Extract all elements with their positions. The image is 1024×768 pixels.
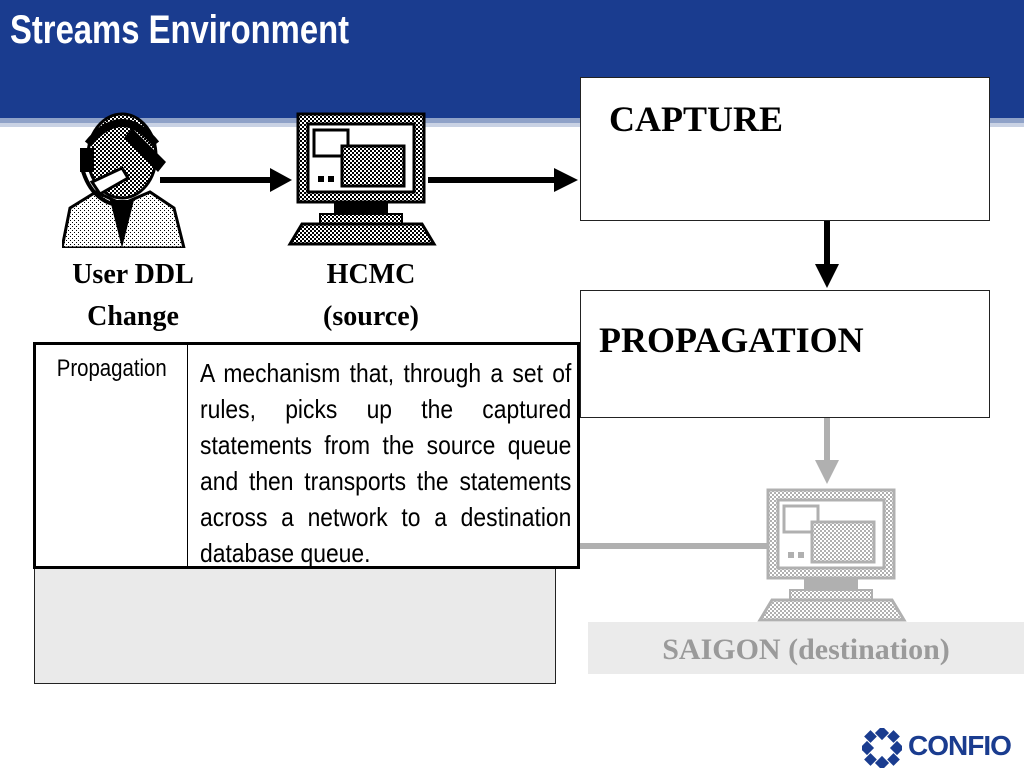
definition-term: Propagation bbox=[56, 355, 167, 382]
user-label-line1: User DDL bbox=[72, 259, 194, 290]
user-label-line2: Change bbox=[87, 301, 179, 332]
source-label-line1: HCMC bbox=[326, 259, 416, 290]
user-ddl-label: User DDL Change bbox=[48, 254, 218, 338]
capture-box: CAPTURE bbox=[580, 77, 990, 221]
capture-label: CAPTURE bbox=[609, 99, 784, 139]
confio-logo-text: CONFIO bbox=[908, 730, 1012, 761]
source-label: HCMC (source) bbox=[296, 254, 446, 338]
header-stripe bbox=[0, 118, 1024, 123]
destination-label: SAIGON (destination) bbox=[588, 622, 1024, 674]
definition-term-cell: Propagation bbox=[36, 345, 188, 566]
arrow-head-capture-to-propagation bbox=[815, 264, 839, 288]
source-label-line2: (source) bbox=[323, 301, 419, 332]
arrow-head-source-to-capture bbox=[554, 168, 578, 192]
definition-table: Propagation A mechanism that, through a … bbox=[33, 342, 580, 569]
computer-terminal-icon bbox=[287, 112, 437, 246]
slide-title: Streams Environment bbox=[10, 8, 350, 52]
background-panel bbox=[34, 548, 556, 684]
arrow-head-propagation-to-destination bbox=[815, 460, 839, 484]
arrow-head-user-to-source bbox=[270, 168, 292, 192]
user-with-headset-icon bbox=[62, 112, 186, 248]
confio-logo-mark-icon bbox=[862, 728, 902, 768]
propagation-label: PROPAGATION bbox=[599, 320, 864, 360]
propagation-box: PROPAGATION bbox=[580, 290, 990, 418]
confio-logo: CONFIO bbox=[860, 728, 1024, 768]
destination-computer-icon bbox=[757, 488, 907, 622]
header-stripe-light bbox=[0, 123, 1024, 127]
header-bar: Streams Environment bbox=[0, 0, 1024, 118]
definition-description: A mechanism that, through a set of rules… bbox=[200, 358, 572, 568]
